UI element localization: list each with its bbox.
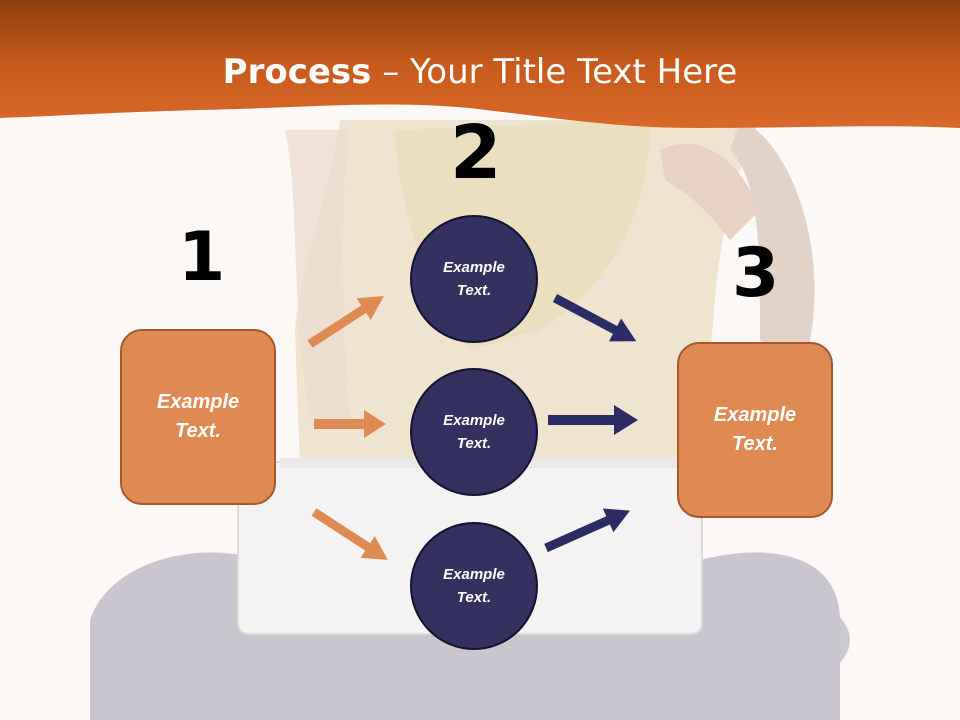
- title-bold: Process: [222, 52, 372, 92]
- circle-bottom-line1: Example: [443, 566, 505, 583]
- orange-arrows: [307, 296, 388, 560]
- title-dash: –: [371, 52, 411, 92]
- step-2-circle-bottom: Example Text.: [410, 522, 538, 650]
- step-number-3: 3: [732, 234, 780, 313]
- circle-middle-line2: Text.: [456, 435, 492, 452]
- step-1-box: Example Text.: [120, 329, 276, 505]
- arrow-right-orange: [314, 410, 386, 438]
- step-2-circle-middle: Example Text.: [410, 368, 538, 496]
- step-3-text-line2: Text.: [732, 433, 778, 455]
- arrow-down-right-orange: [311, 508, 388, 560]
- arrow-up-right-navy: [544, 508, 631, 553]
- circle-middle-line1: Example: [443, 412, 505, 429]
- circle-top-line1: Example: [443, 259, 505, 276]
- step-3-box: Example Text.: [677, 342, 833, 518]
- title-rest: Your Title Text Here: [410, 52, 738, 92]
- step-1-text-line2: Text.: [175, 420, 221, 442]
- arrow-right-navy: [548, 405, 638, 435]
- circle-bottom-line2: Text.: [456, 589, 492, 606]
- step-2-circle-top: Example Text.: [410, 215, 538, 343]
- step-number-1: 1: [178, 218, 226, 297]
- arrow-up-right-orange: [307, 296, 384, 348]
- step-3-text-line1: Example: [713, 404, 797, 426]
- header-banner: [0, 0, 960, 128]
- arrow-down-right-navy: [552, 294, 637, 342]
- step-1-text-line1: Example: [156, 391, 240, 413]
- circle-top-line2: Text.: [456, 282, 492, 299]
- slide-title: Process – Your Title Text Here: [0, 52, 960, 92]
- navy-arrows: [544, 294, 638, 553]
- step-number-2: 2: [450, 110, 502, 196]
